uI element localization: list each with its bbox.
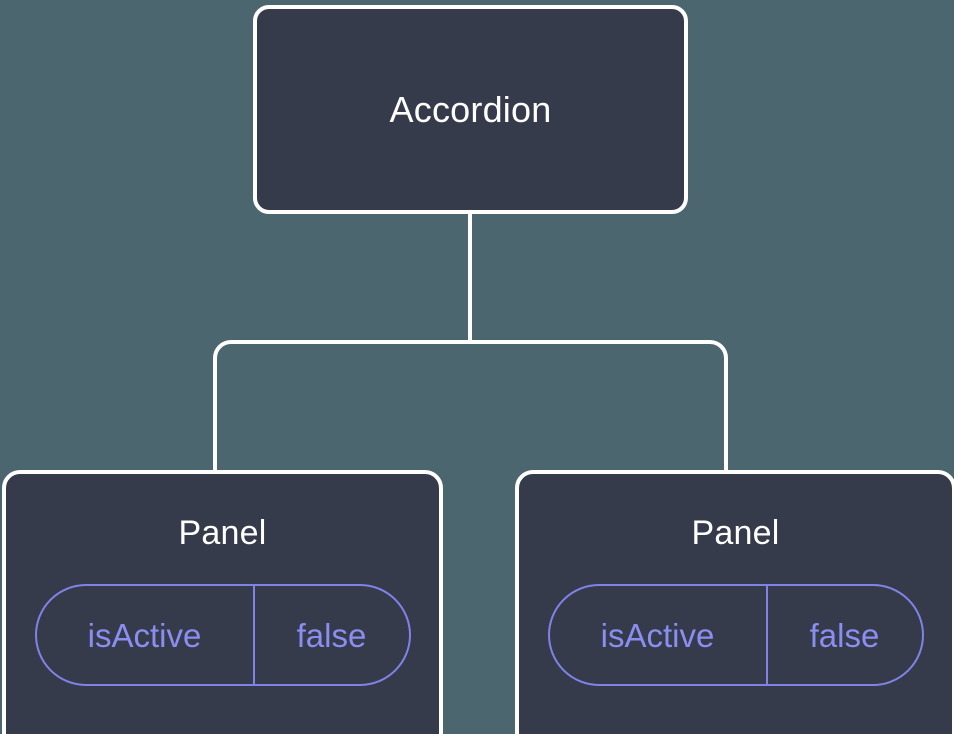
tree-node-panel-1[interactable]: Panel isActive false	[2, 470, 443, 734]
node-title: Panel	[178, 514, 267, 552]
prop-badge-isactive[interactable]: isActive false	[547, 584, 924, 686]
connector-bus-right	[470, 340, 728, 472]
prop-value: false	[765, 586, 922, 684]
prop-badge-isactive[interactable]: isActive false	[34, 584, 411, 686]
node-title: Accordion	[389, 88, 552, 130]
tree-node-accordion[interactable]: Accordion	[253, 5, 688, 214]
prop-key: isActive	[600, 616, 715, 654]
prop-key: isActive	[87, 616, 202, 654]
tree-node-panel-2[interactable]: Panel isActive false	[515, 470, 954, 734]
node-title: Panel	[691, 514, 780, 552]
connector-bus-left	[213, 340, 470, 472]
prop-value: false	[252, 586, 409, 684]
